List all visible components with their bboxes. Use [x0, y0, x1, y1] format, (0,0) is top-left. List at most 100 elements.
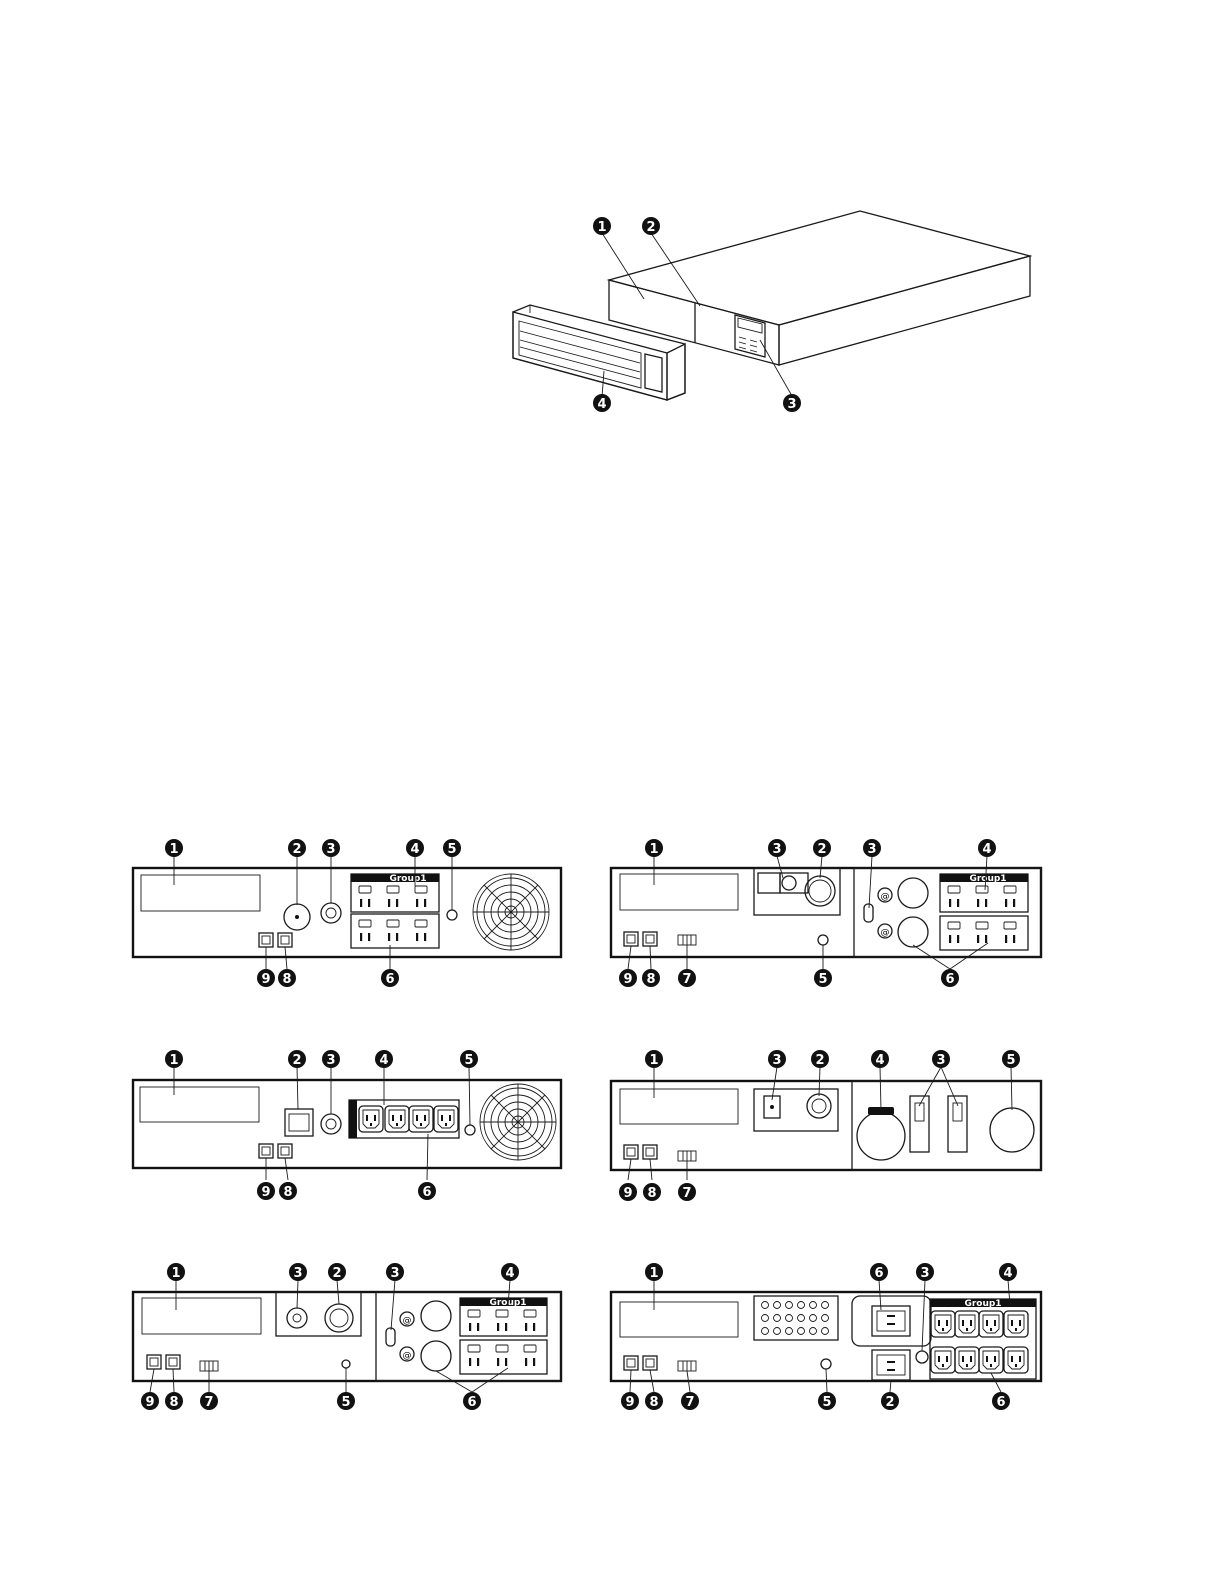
svg-text:8: 8	[169, 1395, 178, 1410]
svg-text:5: 5	[818, 972, 827, 987]
svg-text:6: 6	[385, 972, 394, 987]
callout-2: 2	[288, 839, 306, 857]
iec-c19-outlet	[871, 1305, 911, 1337]
svg-text:1: 1	[169, 1053, 178, 1068]
iec-c14-inlet	[284, 1108, 314, 1137]
svg-text:9: 9	[145, 1395, 154, 1410]
callout-3: 3	[322, 1050, 340, 1068]
callout-1: 1	[165, 839, 183, 857]
svg-text:3: 3	[772, 1053, 781, 1068]
svg-text:3: 3	[293, 1266, 302, 1281]
callout-8: 8	[642, 969, 660, 987]
svg-text:7: 7	[682, 972, 691, 987]
callout-6: 6	[463, 1392, 481, 1410]
svg-text:3: 3	[867, 842, 876, 857]
svg-text:6: 6	[422, 1185, 431, 1200]
rear-panel-a: Group1 1 2 3 4 5 9 8 6	[131, 839, 563, 987]
svg-text:Group1: Group1	[964, 1299, 1001, 1309]
callout-1: 1	[165, 1050, 183, 1068]
svg-text:3: 3	[787, 397, 796, 412]
svg-text:9: 9	[623, 1186, 632, 1201]
callout-3: 3	[916, 1263, 934, 1281]
front-bezel	[512, 304, 686, 401]
svg-text:9: 9	[623, 972, 632, 987]
callout-6: 6	[418, 1182, 436, 1200]
callout-5: 5	[337, 1392, 355, 1410]
callout-3: 3	[932, 1050, 950, 1068]
callout-4: 4	[871, 1050, 889, 1068]
svg-text:9: 9	[261, 1185, 270, 1200]
svg-text:8: 8	[649, 1395, 658, 1410]
callout-4: 4	[406, 839, 424, 857]
callout-9: 9	[141, 1392, 159, 1410]
callout-8: 8	[165, 1392, 183, 1410]
callout-3: 3	[386, 1263, 404, 1281]
svg-text:9: 9	[625, 1395, 634, 1410]
callout-9: 9	[619, 1183, 637, 1201]
svg-text:5: 5	[464, 1053, 473, 1068]
svg-text:@: @	[403, 1316, 412, 1326]
callout-5: 5	[1002, 1050, 1020, 1068]
svg-text:1: 1	[649, 1053, 658, 1068]
svg-text:5: 5	[341, 1395, 350, 1410]
svg-text:3: 3	[326, 1053, 335, 1068]
callout-5: 5	[814, 969, 832, 987]
callout-2: 2	[328, 1263, 346, 1281]
callout-9: 9	[257, 1182, 275, 1200]
svg-text:8: 8	[282, 972, 291, 987]
callout-7: 7	[200, 1392, 218, 1410]
svg-text:@: @	[881, 892, 890, 902]
svg-text:4: 4	[982, 842, 991, 857]
svg-text:4: 4	[1003, 1266, 1012, 1281]
svg-text:3: 3	[390, 1266, 399, 1281]
svg-text:6: 6	[996, 1395, 1005, 1410]
callout-6: 6	[870, 1263, 888, 1281]
rear-panel-e: @ @ Group1 1 3 2 3 4 9 8 7 5 6	[131, 1263, 563, 1410]
svg-text:@: @	[403, 1351, 412, 1361]
svg-text:1: 1	[649, 1266, 658, 1281]
svg-text:3: 3	[920, 1266, 929, 1281]
svg-text:2: 2	[815, 1053, 824, 1068]
nema-l5-30-outlet	[897, 877, 929, 909]
callout-6: 6	[381, 969, 399, 987]
svg-text:2: 2	[646, 220, 655, 235]
callout-4: 4	[501, 1263, 519, 1281]
callout-6: 6	[992, 1392, 1010, 1410]
callout-5: 5	[443, 839, 461, 857]
svg-text:5: 5	[822, 1395, 831, 1410]
vent-grid	[753, 1295, 839, 1341]
svg-text:3: 3	[772, 842, 781, 857]
callout-2: 2	[811, 1050, 829, 1068]
callout-3: 3	[768, 1050, 786, 1068]
svg-text:5: 5	[447, 842, 456, 857]
callout-3: 3	[289, 1263, 307, 1281]
callout-3: 3	[322, 839, 340, 857]
input-module	[753, 867, 841, 916]
callout-4: 4	[375, 1050, 393, 1068]
rear-panel-b: @ @ Group1 1 3 2 3 4 9 8 7 5 6	[609, 839, 1043, 987]
svg-text:4: 4	[505, 1266, 514, 1281]
callout-5: 5	[818, 1392, 836, 1410]
callout-7: 7	[681, 1392, 699, 1410]
rear-panel-f: Group1 1 6 3 4 9 8 7 5 2 6	[609, 1263, 1043, 1410]
nema-l5-30-outlet	[897, 916, 929, 948]
callout-7: 7	[678, 1183, 696, 1201]
svg-text:1: 1	[597, 220, 606, 235]
svg-text:3: 3	[936, 1053, 945, 1068]
callout-3: 3	[783, 394, 801, 412]
ups-front-view: 1 2 3 4	[512, 210, 1033, 412]
svg-text:1: 1	[171, 1266, 180, 1281]
callout-9: 9	[257, 969, 275, 987]
svg-text:2: 2	[292, 1053, 301, 1068]
callout-2: 2	[881, 1392, 899, 1410]
callout-9: 9	[621, 1392, 639, 1410]
rear-panel-c: 1 2 3 4 5 9 8 6	[131, 1050, 563, 1200]
control-panel	[734, 314, 766, 358]
ups-top-face	[606, 210, 1033, 326]
svg-text:2: 2	[292, 842, 301, 857]
svg-text:2: 2	[817, 842, 826, 857]
callout-9: 9	[619, 969, 637, 987]
callout-4: 4	[593, 394, 611, 412]
callout-3: 3	[768, 839, 786, 857]
svg-text:@: @	[881, 928, 890, 938]
